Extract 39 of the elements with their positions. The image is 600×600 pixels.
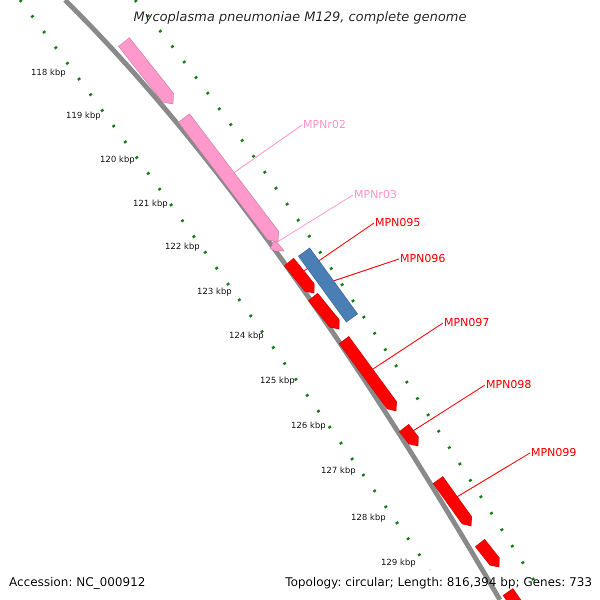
- scale-label: 119 kbp: [66, 112, 101, 120]
- scale-label: 126 kbp: [291, 422, 326, 430]
- gene-feature: [270, 241, 285, 252]
- gene-feature: [308, 292, 340, 330]
- gene-label: MPN096: [400, 253, 446, 264]
- leader-line: [276, 194, 354, 244]
- scale-label: 127 kbp: [321, 467, 356, 476]
- scale-label: 125 kbp: [260, 377, 295, 386]
- scale-label: 123 kbp: [197, 288, 232, 296]
- gene-feature: [284, 258, 315, 294]
- scale-label: 129 kbp: [381, 559, 416, 568]
- scale-label: 118 kbp: [31, 69, 66, 78]
- leader-line: [456, 452, 530, 498]
- gene-feature: [118, 37, 174, 104]
- accession-label: Accession: NC_000912: [9, 576, 146, 588]
- leader-line: [333, 258, 400, 282]
- gene-feature: [474, 538, 500, 568]
- scale-label: 122 kbp: [165, 243, 200, 252]
- leader-line: [234, 124, 302, 174]
- gene-label: MPN099: [531, 447, 576, 458]
- gene-feature: [298, 247, 358, 323]
- gene-label: MPNr02: [303, 119, 346, 130]
- title: Mycoplasma pneumoniae M129, complete genome: [134, 11, 466, 24]
- scale-label: 124 kbp: [229, 332, 264, 340]
- gene-label: MPNr03: [354, 189, 397, 200]
- gene-feature: [338, 336, 398, 412]
- scale-label: 128 kbp: [351, 514, 386, 522]
- leader-line: [413, 384, 486, 432]
- gene-label: MPN097: [444, 317, 490, 328]
- scale-label: 121 kbp: [133, 200, 168, 208]
- gene-feature: [398, 424, 419, 446]
- scale-label: 120 kbp: [100, 156, 135, 164]
- gene-feature: [432, 476, 472, 526]
- gene-label: MPN095: [375, 217, 420, 228]
- genome-info: Topology: circular; Length: 816,394 bp; Genes: 733: [285, 576, 592, 588]
- leader-line: [372, 322, 444, 370]
- gene-feature: [502, 588, 524, 600]
- gene-feature: [178, 113, 280, 242]
- gene-label: MPN098: [486, 379, 532, 390]
